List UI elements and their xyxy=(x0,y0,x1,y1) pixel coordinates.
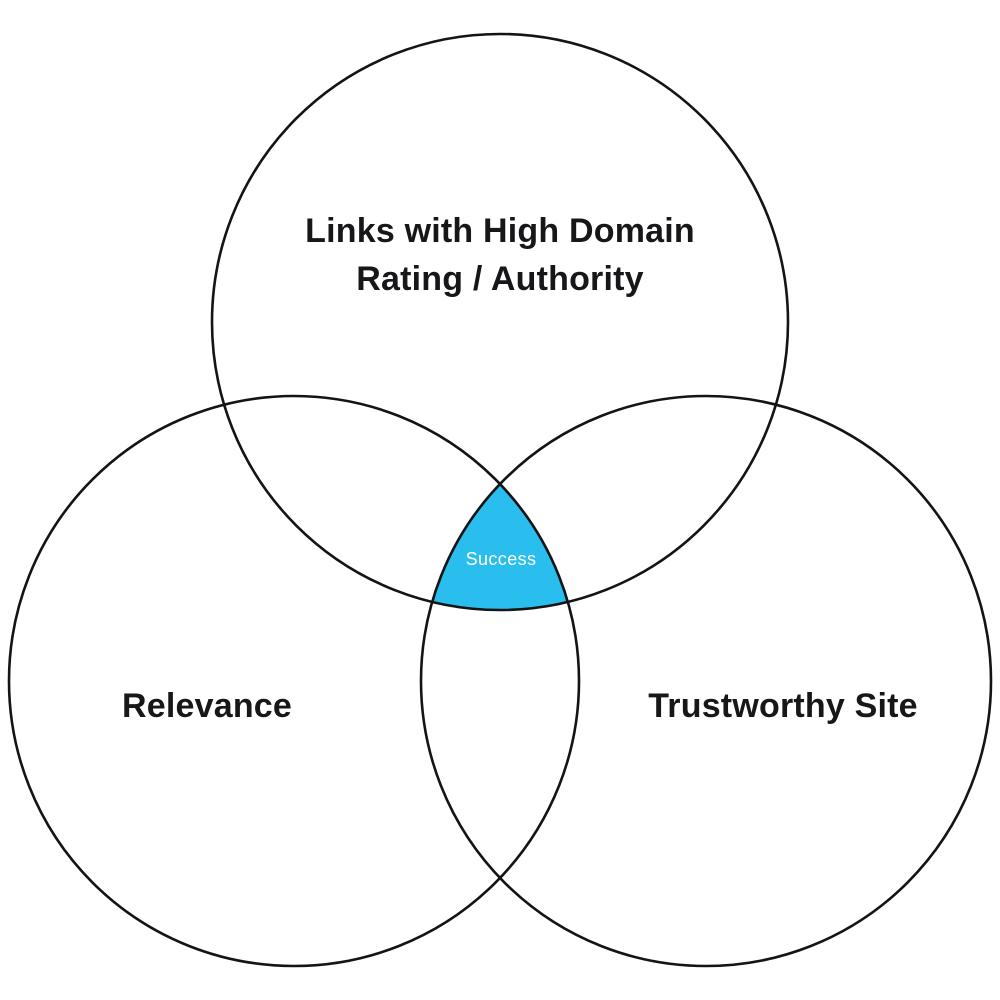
bottom-left-circle-label: Relevance xyxy=(57,682,357,730)
top-circle-label-line1: Links with High Domain xyxy=(305,212,695,250)
bottom-right-circle-label: Trustworthy Site xyxy=(583,682,983,730)
top-circle-label-line2: Rating / Authority xyxy=(356,260,644,298)
bottom-right-circle-label-text: Trustworthy Site xyxy=(648,687,918,725)
triple-intersection-fill xyxy=(421,396,579,610)
intersection-label: Success xyxy=(401,548,601,570)
bottom-right-circle-outline xyxy=(419,394,993,968)
intersection-label-text: Success xyxy=(465,549,537,569)
bottom-left-circle-label-text: Relevance xyxy=(121,687,293,725)
top-circle-outline xyxy=(210,32,790,612)
triple-intersection-clip-group xyxy=(421,396,579,610)
top-circle-label: Links with High Domain Rating / Authorit… xyxy=(250,207,750,303)
bottom-left-circle-outline xyxy=(7,394,581,968)
